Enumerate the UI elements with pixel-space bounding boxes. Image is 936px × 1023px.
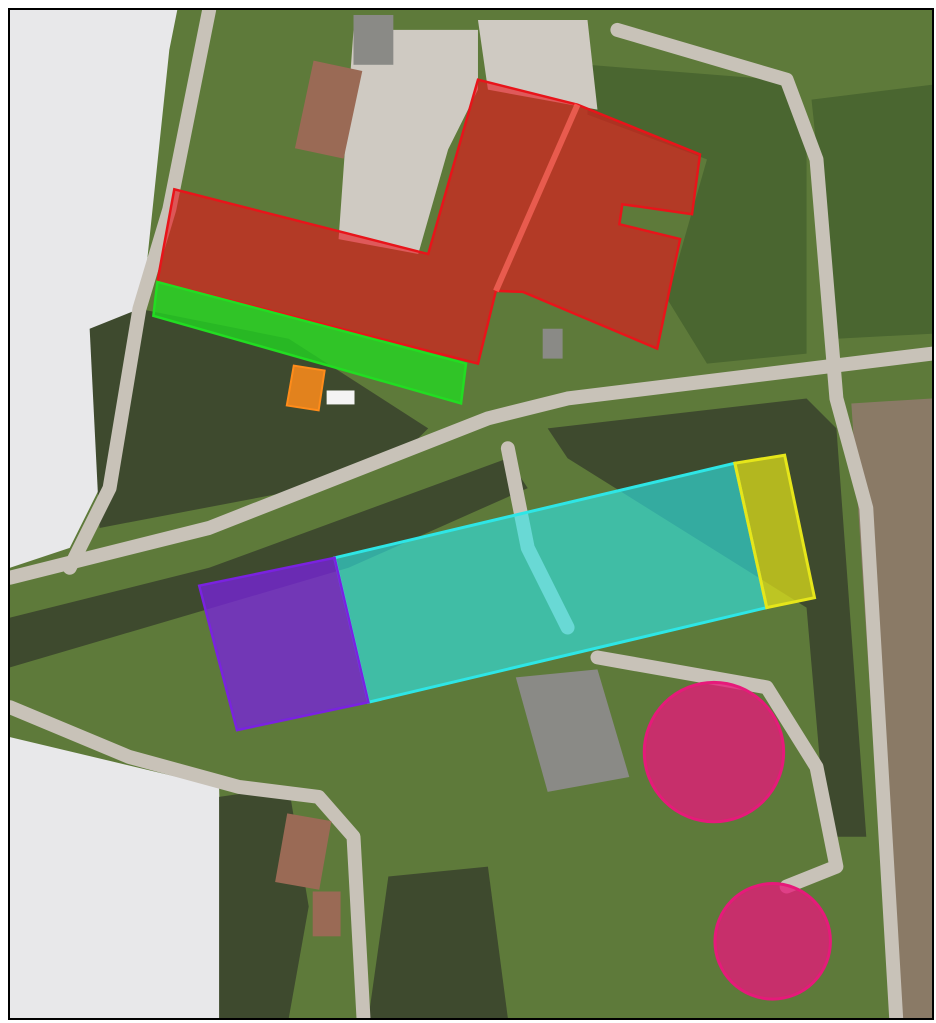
small-vehicle xyxy=(542,328,563,359)
overlay-yellow-building[interactable] xyxy=(733,453,817,610)
overlay-magenta-tank-south[interactable] xyxy=(713,882,832,1001)
overlay-red-inner-edge xyxy=(493,103,581,293)
map-frame xyxy=(8,8,934,1020)
road-to-tanks xyxy=(590,650,844,894)
farmhouse-roof xyxy=(294,60,363,159)
hedge-band-middle xyxy=(10,458,528,668)
shed-south xyxy=(312,891,341,937)
overlay-magenta-tank-north[interactable] xyxy=(642,680,786,824)
snow-field-northwest xyxy=(10,10,178,568)
overlay-green-building[interactable] xyxy=(152,280,468,406)
road-southwest-curve xyxy=(10,700,371,1018)
house-south-roof xyxy=(275,813,332,890)
road-east-north-south xyxy=(610,22,904,1018)
overlay-purple-building[interactable] xyxy=(197,556,370,732)
overlay-orange-building[interactable] xyxy=(285,364,326,412)
road-main-east-west xyxy=(10,346,932,585)
barn-gray xyxy=(515,669,630,792)
road-northwest xyxy=(62,10,217,575)
grass-field-north xyxy=(587,64,807,364)
snow-field-southwest xyxy=(10,737,225,1018)
tree-cluster-south xyxy=(368,866,508,1018)
grass-field-northeast xyxy=(811,84,932,339)
farm-yard xyxy=(338,29,478,255)
overlay-red-building[interactable] xyxy=(155,78,702,366)
shed-north xyxy=(353,14,394,65)
aerial-map[interactable] xyxy=(10,10,932,1018)
white-trailer xyxy=(326,390,355,405)
